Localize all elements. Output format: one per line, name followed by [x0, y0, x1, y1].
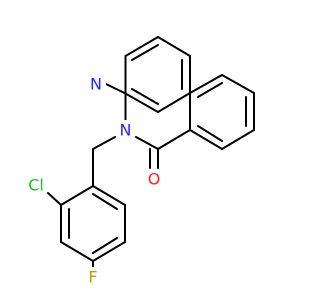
bond — [157, 129, 191, 150]
atom-background — [24, 173, 48, 197]
atom-cl: Cl — [24, 173, 48, 197]
atom-background — [86, 74, 106, 94]
atom-label-f: F — [88, 268, 97, 287]
bond — [221, 74, 255, 94]
bond — [92, 185, 126, 206]
molecule-drawing: N N O Cl F — [24, 36, 255, 287]
bond-layer — [47, 36, 255, 268]
bond — [92, 237, 118, 254]
atom-label-layer: N N O Cl F — [24, 74, 164, 287]
bond — [197, 125, 223, 142]
atom-background — [83, 267, 103, 287]
bond — [92, 136, 116, 150]
atom-label-o-carbonyl: O — [148, 170, 161, 189]
bond — [105, 83, 127, 95]
bond — [60, 185, 94, 206]
atom-label-n-pyridine: N — [90, 75, 102, 94]
bond — [47, 192, 62, 206]
bond — [157, 36, 191, 57]
atom-label-cl: Cl — [28, 176, 44, 195]
bond — [135, 136, 159, 150]
bond — [189, 129, 223, 150]
atom-background — [144, 169, 164, 189]
bond — [92, 241, 126, 262]
atom-n-amide: N — [115, 120, 136, 140]
atom-n-pyridine: N — [86, 74, 106, 94]
bond — [131, 88, 159, 105]
bond — [131, 44, 159, 61]
bond — [197, 82, 223, 98]
bond — [189, 74, 223, 94]
atom-o-carbonyl: O — [144, 169, 164, 189]
atom-background — [115, 120, 136, 140]
bond — [124, 36, 159, 57]
atom-label-n-amide: N — [120, 121, 132, 140]
atom-f: F — [83, 267, 103, 287]
bond — [221, 129, 255, 150]
bond — [157, 92, 191, 113]
structure-canvas: N N O Cl F — [24, 36, 255, 287]
bond — [92, 193, 118, 210]
bond — [124, 92, 159, 113]
bond — [60, 241, 94, 262]
